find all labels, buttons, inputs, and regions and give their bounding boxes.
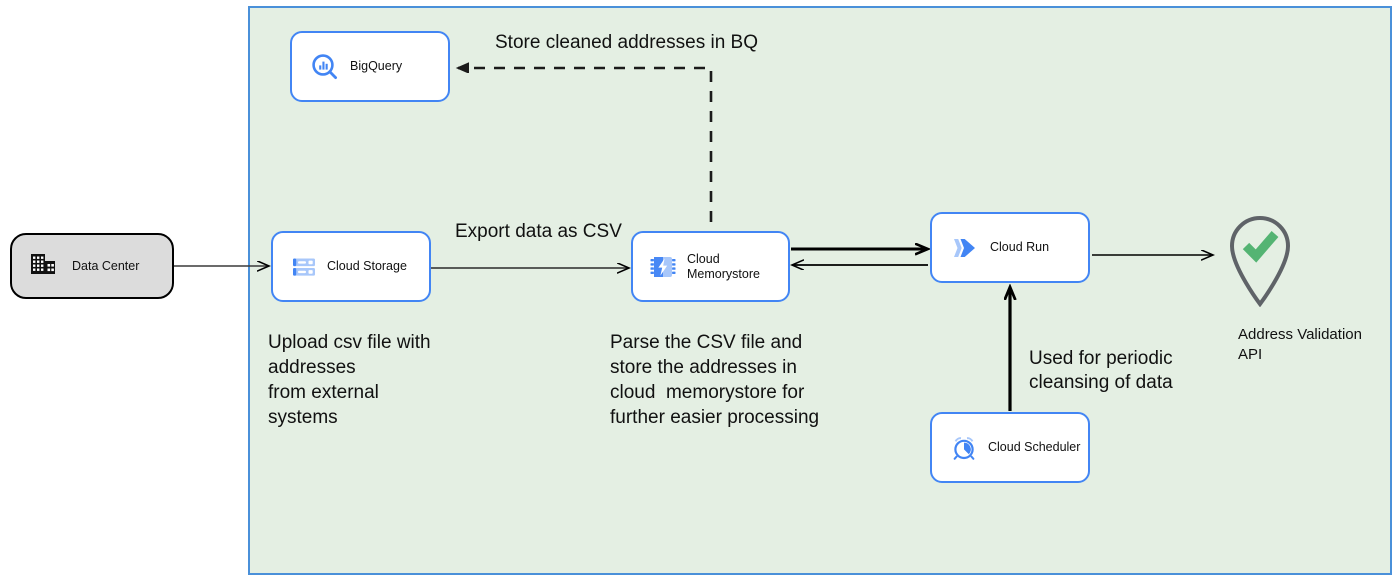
map-pin-check-icon [1229, 216, 1291, 308]
edge-cloud-run-to-bigquery-dashed [458, 68, 713, 222]
node-data-center[interactable]: Data Center [10, 233, 174, 299]
node-cloud-run[interactable]: Cloud Run [930, 212, 1090, 283]
data-center-building-icon [28, 249, 58, 284]
node-label-cloud-run: Cloud Run [990, 240, 1050, 254]
scheduler-note-line2: cleansing of data [1029, 372, 1173, 393]
node-bigquery[interactable]: BigQuery [290, 31, 450, 102]
node-cloud-scheduler[interactable]: Cloud Scheduler [930, 412, 1090, 483]
edge-label-scheduler-note: Used for periodic cleansing of data [1029, 347, 1173, 395]
node-label-line1: Cloud [687, 251, 720, 266]
bigquery-icon [310, 52, 340, 82]
node-cloud-memorystore[interactable]: Cloud Memorystore [631, 231, 790, 302]
cloud-scheduler-clock-icon [950, 434, 978, 462]
node-cloud-storage[interactable]: Cloud Storage [271, 231, 431, 302]
node-label-cloud-scheduler: Cloud Scheduler [988, 440, 1081, 454]
cloud-run-icon [950, 234, 980, 262]
node-label-cloud-memorystore: Cloud Memorystore [687, 252, 760, 282]
scheduler-note-line1: Used for periodic [1029, 348, 1173, 369]
cloud-memorystore-chip-icon [649, 253, 677, 281]
node-address-validation-api[interactable] [1218, 205, 1302, 308]
node-label-data-center: Data Center [72, 259, 140, 273]
edge-label-store-cleaned-addresses: Store cleaned addresses in BQ [495, 32, 758, 53]
node-label-cloud-storage: Cloud Storage [327, 259, 407, 273]
annotation-upload-note: Upload csv file with addresses from exte… [268, 332, 431, 428]
edge-label-export-data-as-csv: Export data as CSV [455, 221, 622, 242]
node-label-address-validation-api: Address Validation API [1238, 326, 1362, 363]
node-label-bigquery: BigQuery [350, 59, 403, 73]
cloud-storage-icon [291, 254, 317, 280]
node-label-line2: Memorystore [687, 266, 760, 281]
annotation-parse-note: Parse the CSV file and store the address… [610, 332, 820, 428]
